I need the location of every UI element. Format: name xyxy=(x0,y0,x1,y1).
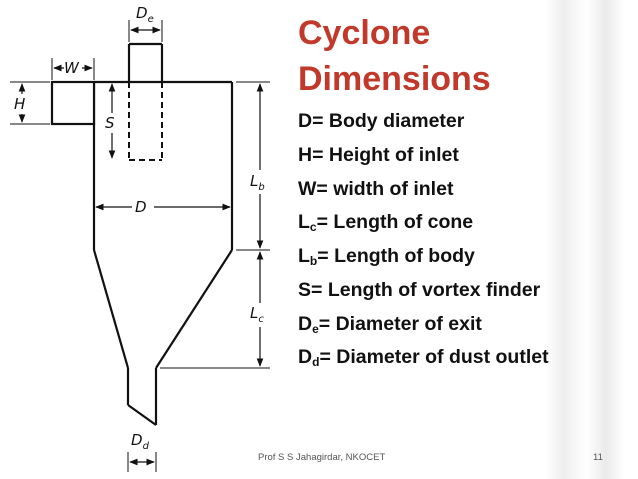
definition-text: = Body diameter xyxy=(312,110,465,132)
label-d: D xyxy=(135,198,147,216)
definition-text: = Height of inlet xyxy=(312,144,459,166)
label-h: H xyxy=(14,95,25,113)
definition-symbol: L xyxy=(298,245,310,267)
definition-row: W= width of inlet xyxy=(298,178,453,206)
label-dd: Dd xyxy=(131,431,150,452)
label-w: W xyxy=(64,59,80,77)
title-line-1: Cyclone xyxy=(298,14,431,52)
definition-text: = Length of cone xyxy=(316,211,474,233)
definition-row: De= Diameter of exit xyxy=(298,313,482,341)
definition-row: D= Body diameter xyxy=(298,110,464,138)
definition-text: = Diameter of dust outlet xyxy=(319,346,549,368)
label-s: S xyxy=(105,114,115,132)
definition-row: Lc= Length of cone xyxy=(298,211,473,239)
definition-symbol: L xyxy=(298,211,310,233)
definition-symbol: D xyxy=(298,110,313,132)
definition-symbol: H xyxy=(298,144,313,166)
background-stripe xyxy=(545,0,638,479)
inlet-box xyxy=(50,80,96,126)
definition-row: H= Height of inlet xyxy=(298,144,459,172)
definition-symbol: S xyxy=(298,279,312,301)
definition-text: = Length of body xyxy=(317,245,475,267)
definition-subscript: b xyxy=(309,254,318,268)
definition-text: = Diameter of exit xyxy=(318,313,482,335)
label-de: De xyxy=(136,4,154,25)
label-lb: Lb xyxy=(250,172,265,193)
vortex-finder xyxy=(128,82,163,161)
title-line-2: Dimensions xyxy=(298,60,491,98)
definition-subscript: e xyxy=(312,322,319,336)
extension-lines xyxy=(10,20,270,472)
exit-tube xyxy=(127,42,164,82)
definition-text: = width of inlet xyxy=(316,178,454,200)
definition-row: Lb= Length of body xyxy=(298,245,475,273)
definition-symbol: W xyxy=(298,178,317,200)
definition-symbol: D xyxy=(298,313,313,335)
definition-subscript: d xyxy=(312,355,320,369)
definition-text: = Length of vortex finder xyxy=(311,279,541,301)
label-lc: Lc xyxy=(250,304,264,325)
label-backgrounds xyxy=(12,58,272,327)
definition-row: S= Length of vortex finder xyxy=(298,279,540,307)
page-number: 11 xyxy=(593,452,603,463)
definition-row: Dd= Diameter of dust outlet xyxy=(298,346,549,374)
footer-author: Prof S S Jahagirdar, NKOCET xyxy=(258,452,386,463)
definition-symbol: D xyxy=(298,346,313,368)
slide-title: Cyclone Dimensions xyxy=(298,10,618,102)
definition-subscript: c xyxy=(309,220,317,234)
